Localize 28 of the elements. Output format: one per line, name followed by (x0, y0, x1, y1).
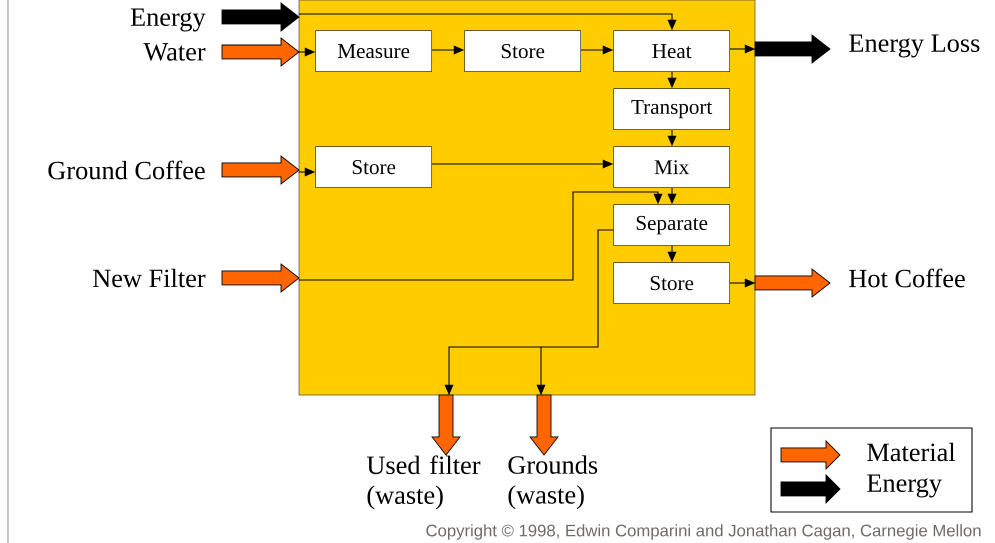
flow-label: Ground Coffee (48, 160, 205, 180)
flow-label: New Filter (92, 268, 206, 288)
block-arrow (754, 268, 831, 298)
block-arrow (431, 394, 461, 456)
process-box: Store (315, 146, 432, 188)
copyright-note: Copyright © 1998, Edwin Comparini and Jonathan Cagan, Carnegie Mellon (426, 524, 980, 540)
process-box: Measure (315, 30, 432, 72)
process-box: Heat (613, 30, 730, 72)
flow-label: Energy Loss (849, 34, 980, 58)
process-box: Transport (613, 88, 730, 130)
flow-label: Hot Coffee (849, 268, 965, 288)
block-arrow (754, 34, 831, 64)
flow-label: Water (143, 43, 206, 61)
block-arrow (222, 263, 300, 293)
flow-label: Energy (130, 8, 206, 32)
legend-label: Energy (867, 474, 942, 498)
flow-label: Grounds (waste) (508, 455, 598, 510)
flow-label: Used filter (waste) (366, 455, 480, 510)
block-arrow (222, 37, 300, 67)
arrow (298, 191, 663, 281)
process-box: Mix (613, 146, 730, 188)
block-arrow (222, 2, 300, 32)
block-arrow (222, 155, 300, 185)
block-arrow (529, 394, 559, 456)
process-box: Store (464, 30, 582, 72)
legend-label: Material (867, 442, 956, 462)
process-box: Store (613, 262, 730, 304)
process-box: Separate (613, 204, 730, 246)
